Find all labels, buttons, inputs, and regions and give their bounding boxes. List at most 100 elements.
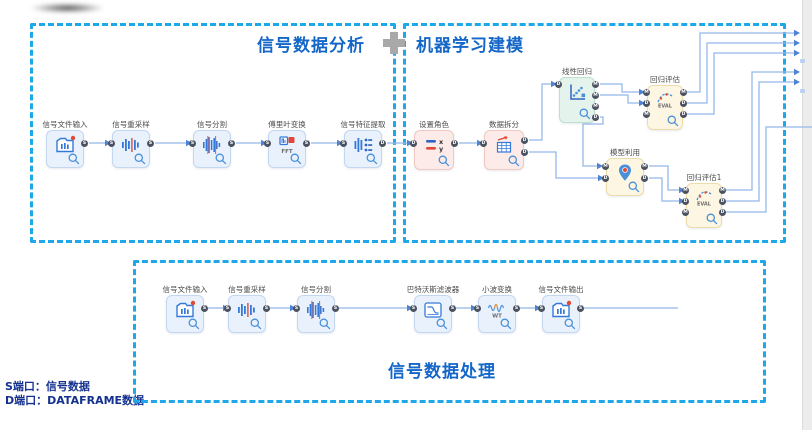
node-body-signal-resample[interactable]	[112, 130, 150, 168]
group-signal-data-processing[interactable]: 信号数据处理	[133, 260, 766, 403]
node-signal-file-input-2[interactable]: 信号文件输入 S	[163, 285, 208, 333]
node-body-model-apply[interactable]	[606, 158, 644, 196]
output-port-m-linear-regression[interactable]: M	[592, 80, 599, 88]
input-port-s-signal-feature-extract[interactable]: S	[340, 139, 347, 147]
input-port-d-regression-eval[interactable]: D	[643, 99, 650, 107]
preview-magnifier-icon[interactable]	[133, 152, 146, 165]
input-port-s-wavelet-transform[interactable]: S	[474, 304, 481, 312]
input-port-d-data-split[interactable]: D	[480, 139, 487, 147]
output-port-d-regression-eval[interactable]: D	[680, 99, 687, 107]
preview-magnifier-icon[interactable]	[435, 317, 448, 330]
output-port-d-regression-eval-1[interactable]: D	[719, 208, 726, 216]
node-signal-file-input[interactable]: 信号文件输入 S	[43, 120, 88, 168]
output-port-s-signal-file-input-2[interactable]: S	[201, 304, 208, 312]
output-port-m-linear-regression[interactable]: M	[592, 102, 599, 110]
group-machine-learning[interactable]: 机器学习建模	[403, 23, 786, 243]
preview-magnifier-icon[interactable]	[563, 317, 576, 330]
output-port-s-butterworth-filter[interactable]: S	[449, 304, 456, 312]
input-port-d-model-apply[interactable]: D	[602, 174, 609, 182]
node-body-data-split[interactable]	[484, 130, 524, 170]
input-port-m-regression-eval-1[interactable]: M	[682, 186, 689, 194]
group-signal-data-analysis[interactable]: 信号数据分析	[30, 23, 396, 243]
node-body-regression-eval-1[interactable]: EVAL	[686, 183, 722, 228]
node-body-butterworth-filter[interactable]	[414, 295, 452, 333]
preview-magnifier-icon[interactable]	[705, 212, 718, 225]
preview-magnifier-icon[interactable]	[249, 317, 262, 330]
output-port-m-regression-eval-1[interactable]: M	[719, 186, 726, 194]
output-port-d-set-role[interactable]: D	[451, 139, 458, 147]
output-port-d-linear-regression[interactable]: D	[592, 113, 599, 121]
input-port-d-set-role[interactable]: D	[410, 139, 417, 147]
move-handle-icon[interactable]	[383, 32, 405, 54]
input-port-d-regression-eval-1[interactable]: D	[682, 197, 689, 205]
output-port-s-fourier-transform[interactable]: S	[303, 139, 310, 147]
node-body-signal-feature-extract[interactable]	[344, 130, 382, 168]
preview-magnifier-icon[interactable]	[666, 114, 679, 127]
input-port-s-butterworth-filter[interactable]: S	[410, 304, 417, 312]
output-port-d-regression-eval[interactable]: D	[680, 110, 687, 118]
node-body-regression-eval[interactable]: EVAL	[647, 85, 683, 130]
input-port-m-regression-eval[interactable]: M	[643, 110, 650, 118]
input-port-m-regression-eval-1[interactable]: M	[682, 208, 689, 216]
node-body-linear-regression[interactable]	[559, 77, 595, 123]
output-port-s-signal-file-output[interactable]: S	[577, 304, 584, 312]
preview-magnifier-icon[interactable]	[578, 107, 591, 120]
node-body-signal-resample-2[interactable]	[228, 295, 266, 333]
input-port-d-linear-regression[interactable]: D	[555, 80, 562, 88]
node-body-fourier-transform[interactable]: FFT	[268, 130, 306, 168]
preview-magnifier-icon[interactable]	[627, 180, 640, 193]
preview-magnifier-icon[interactable]	[214, 152, 227, 165]
input-port-s-signal-split[interactable]: S	[189, 139, 196, 147]
input-port-s-signal-resample-2[interactable]: S	[224, 304, 231, 312]
preview-magnifier-icon[interactable]	[499, 317, 512, 330]
output-port-d-data-split[interactable]: D	[521, 148, 528, 156]
node-body-signal-file-input[interactable]	[46, 130, 84, 168]
node-body-signal-split-2[interactable]	[297, 295, 335, 333]
output-port-m-regression-eval[interactable]: M	[680, 88, 687, 96]
preview-magnifier-icon[interactable]	[187, 317, 200, 330]
preview-magnifier-icon[interactable]	[67, 152, 80, 165]
input-port-m-regression-eval[interactable]: M	[643, 88, 650, 96]
node-body-set-role[interactable]: x y	[414, 130, 454, 170]
output-port-m-model-apply[interactable]: M	[641, 162, 648, 170]
output-port-d-data-split[interactable]: D	[521, 136, 528, 144]
output-port-s-signal-split-2[interactable]: S	[332, 304, 339, 312]
input-port-s-signal-file-output[interactable]: S	[538, 304, 545, 312]
output-port-m-linear-regression[interactable]: M	[592, 91, 599, 99]
preview-magnifier-icon[interactable]	[507, 154, 520, 167]
preview-magnifier-icon[interactable]	[365, 152, 378, 165]
output-port-s-signal-split[interactable]: S	[228, 139, 235, 147]
output-port-s-signal-file-input[interactable]: S	[81, 139, 88, 147]
preview-magnifier-icon[interactable]	[289, 152, 302, 165]
input-port-m-model-apply[interactable]: M	[602, 162, 609, 170]
preview-magnifier-icon[interactable]	[437, 154, 450, 167]
output-port-d-regression-eval-1[interactable]: D	[719, 197, 726, 205]
node-body-signal-split[interactable]	[193, 130, 231, 168]
output-port-d-model-apply[interactable]: D	[641, 174, 648, 182]
preview-magnifier-icon[interactable]	[318, 317, 331, 330]
input-port-s-signal-resample[interactable]: S	[108, 139, 115, 147]
output-port-d-signal-feature-extract[interactable]: D	[379, 139, 386, 147]
node-body-signal-file-input-2[interactable]	[166, 295, 204, 333]
output-port-s-signal-resample[interactable]: S	[147, 139, 154, 147]
output-port-s-signal-resample-2[interactable]: S	[263, 304, 270, 312]
input-port-s-signal-split-2[interactable]: S	[293, 304, 300, 312]
node-body-signal-file-output[interactable]	[542, 295, 580, 333]
node-body-wavelet-transform[interactable]: WT	[478, 295, 516, 333]
